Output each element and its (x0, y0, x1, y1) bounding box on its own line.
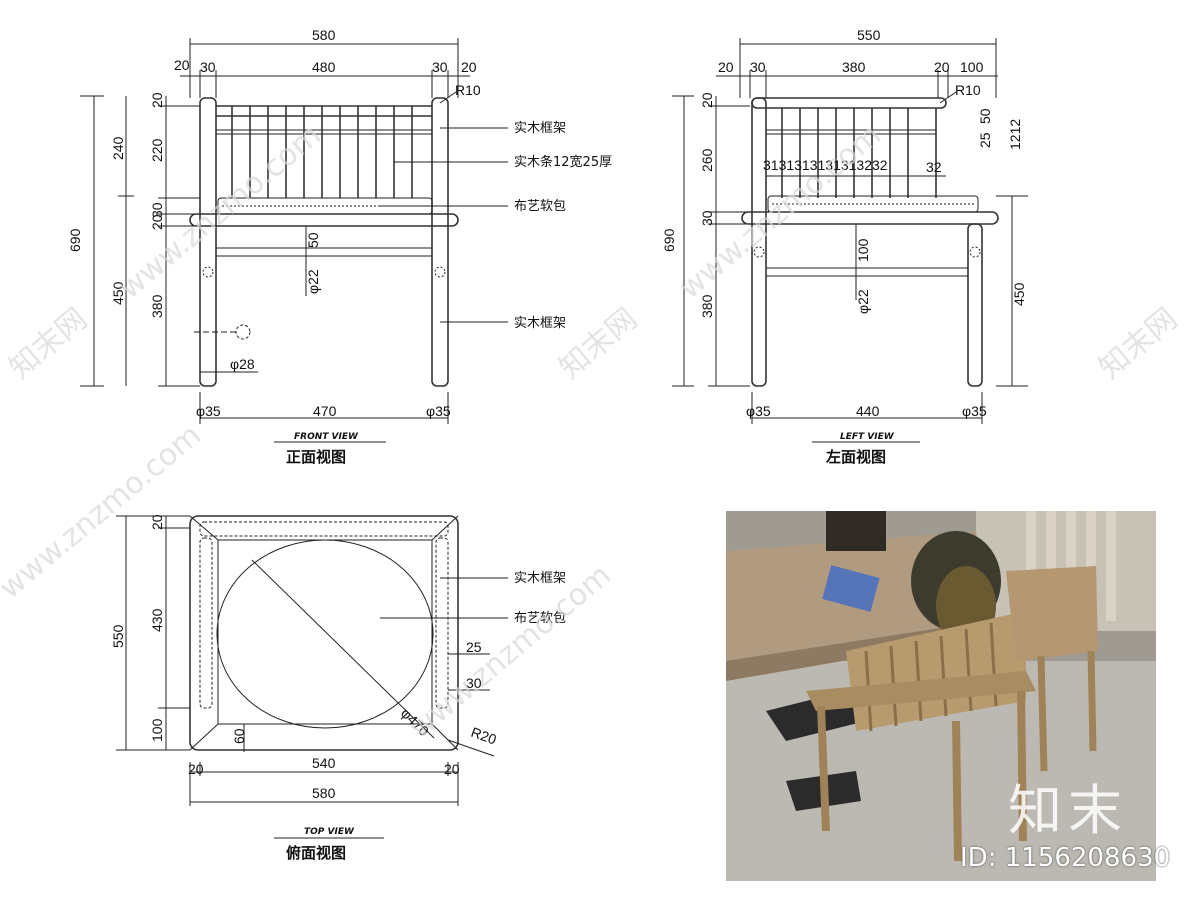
front-dim-rung-dia: φ22 (305, 269, 321, 294)
left-dim-slat-last: 32 (926, 159, 942, 175)
front-callout-cushion: 布艺软包 (514, 199, 566, 214)
front-dim-left-post: 30 (200, 59, 216, 75)
left-view: 550 20 30 380 20 100 R10 690 20 260 30 3… (661, 27, 1028, 466)
front-dim-back-height: 240 (110, 136, 126, 160)
left-view-title-cn: 左面视图 (825, 448, 886, 466)
left-dim-leg-height: 380 (699, 294, 715, 318)
front-dim-left-offset: 20 (174, 57, 190, 73)
photo-logo: 知末 (1008, 779, 1128, 842)
watermark-text: www.znzmo.com (403, 558, 618, 747)
left-dim-rung-dia: φ22 (855, 289, 871, 314)
top-dim-inner-width: 540 (312, 755, 336, 771)
top-cushion-circle (216, 539, 434, 729)
top-dim-slat-25: 25 (466, 639, 482, 655)
left-dim-side-c: 1212 (1007, 119, 1023, 150)
left-dim-slat-height: 260 (699, 148, 715, 172)
front-dim-corner-radius: R10 (455, 82, 481, 98)
front-dim-overall-width: 580 (312, 27, 336, 43)
left-dim-right-post: 20 (934, 59, 950, 75)
front-view-title-en: FRONT VIEW (294, 432, 359, 442)
front-dim-slat-height: 220 (149, 138, 165, 162)
left-view-title-en: LEFT VIEW (840, 432, 895, 442)
front-seat-rail (189, 213, 459, 227)
top-view-title-cn: 俯面视图 (286, 844, 346, 862)
reference-photo: 知末 (726, 511, 1156, 881)
left-dim-side-b: 50 (977, 108, 993, 124)
top-slat-marks (199, 521, 449, 709)
front-dim-leg-right: φ35 (426, 403, 451, 419)
top-dim-offset-60: 60 (231, 728, 247, 744)
watermark-brand: 知末网 (3, 301, 94, 386)
top-callout-frame: 实木框架 (514, 571, 566, 586)
front-callout-slats: 实木条12宽25厚 (514, 154, 612, 170)
left-dim-leg-left: φ35 (746, 403, 771, 419)
top-view: 550 20 430 100 60 φ470 R20 25 30 实木框架 布艺… (110, 514, 566, 862)
front-dim-foot-dia: φ28 (230, 356, 255, 372)
left-dim-apron: 100 (855, 238, 871, 262)
left-dim-seat-30: 30 (699, 210, 715, 226)
front-dim-top-rail: 20 (149, 92, 165, 108)
left-dim-leg-span: 440 (856, 403, 880, 419)
top-view-title-en: TOP VIEW (304, 827, 355, 837)
front-dim-apron: 50 (305, 232, 321, 248)
left-seat-rail (741, 211, 999, 225)
top-dim-overall-width: 580 (312, 785, 336, 801)
left-dim-left-post: 30 (750, 59, 766, 75)
front-dim-right-post: 30 (432, 59, 448, 75)
top-dim-depth: 550 (110, 624, 126, 648)
front-dim-right-offset: 20 (461, 59, 477, 75)
left-dim-inner-width: 380 (842, 59, 866, 75)
left-dim-overall-width: 550 (857, 27, 881, 43)
watermark-text: www.znzmo.com (113, 118, 328, 307)
front-dim-seat-20: 20 (149, 214, 165, 230)
top-dim-inner-depth: 430 (149, 608, 165, 632)
top-dim-front-depth: 100 (149, 718, 165, 742)
left-dim-side-a: 25 (977, 132, 993, 148)
top-dim-corner-radius: R20 (469, 724, 499, 748)
photo-scene (726, 511, 1156, 881)
left-dim-total-height: 690 (661, 228, 677, 252)
top-callout-cushion: 布艺软包 (514, 611, 566, 626)
left-dim-top-rail: 20 (699, 92, 715, 108)
top-dim-left-offset: 20 (188, 761, 204, 777)
front-back-slats (231, 106, 413, 198)
top-dim-post-30: 30 (466, 675, 482, 691)
top-frame-outer (189, 515, 459, 751)
left-dim-slat-pitch: 3131313131313232 (763, 157, 888, 173)
top-dim-right-offset: 20 (444, 761, 460, 777)
watermark-text: www.znzmo.com (0, 418, 208, 607)
front-dim-leg-height: 380 (149, 294, 165, 318)
front-dim-inner-width: 480 (312, 59, 336, 75)
top-dim-top-rail: 20 (149, 514, 165, 530)
front-view-title-cn: 正面视图 (286, 448, 346, 466)
left-dim-seat-height: 450 (1011, 282, 1027, 306)
watermark-brand: 知末网 (1093, 301, 1184, 386)
front-dim-total-height: 690 (67, 228, 83, 252)
left-dim-left-offset: 20 (718, 59, 734, 75)
left-dim-corner-radius: R10 (955, 82, 981, 98)
left-back-slats (781, 108, 909, 198)
photo-id-label: ID: 1156208630 (960, 843, 1171, 873)
left-dim-leg-right: φ35 (962, 403, 987, 419)
front-dim-seat-30: 30 (149, 202, 165, 218)
front-dim-leg-left: φ35 (196, 403, 221, 419)
watermark-brand: 知末网 (553, 301, 644, 386)
front-dim-leg-span: 470 (313, 403, 337, 419)
front-view: 580 20 30 480 30 20 R10 690 240 450 20 2… (67, 27, 612, 466)
front-dim-seat-section: 450 (110, 281, 126, 305)
front-callout-frame-leg: 实木框架 (514, 316, 566, 331)
left-dim-right-offset: 100 (960, 59, 984, 75)
front-callout-frame-top: 实木框架 (514, 121, 566, 136)
